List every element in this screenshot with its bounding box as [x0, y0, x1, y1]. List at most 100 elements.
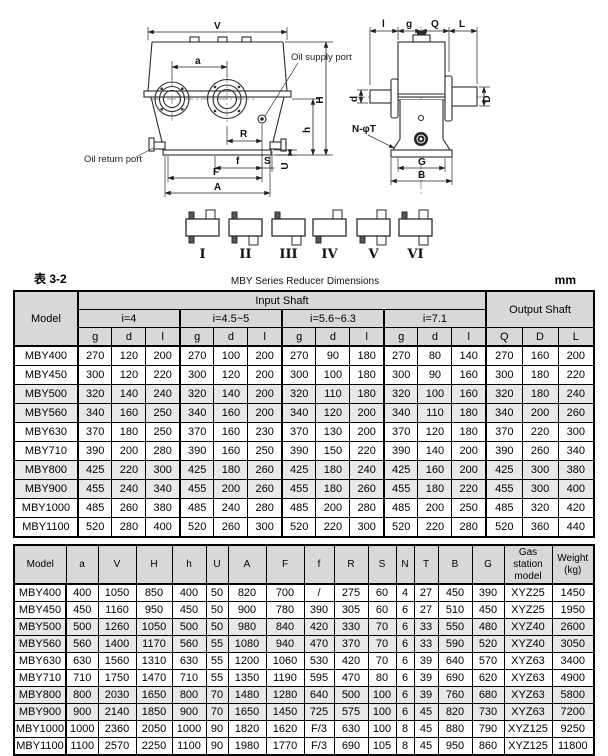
value-cell: 710	[65, 669, 99, 687]
value-cell: 340	[557, 441, 595, 461]
value-cell: 980	[227, 618, 267, 636]
value-cell: 320	[76, 384, 113, 404]
value-cell: 1280	[265, 686, 305, 704]
col-header: U	[205, 544, 229, 585]
value-cell: 8	[395, 720, 415, 738]
value-cell: 850	[135, 583, 173, 602]
value-cell: 180	[521, 365, 559, 385]
value-cell: 340	[76, 403, 113, 423]
value-cell: 220	[557, 365, 595, 385]
value-cell: 790	[471, 720, 505, 738]
value-cell: 6	[395, 601, 415, 619]
value-cell: 300	[485, 365, 523, 385]
value-cell: 240	[145, 384, 181, 404]
value-cell: 260	[111, 498, 147, 518]
col-header: D	[521, 327, 559, 347]
value-cell: 1050	[97, 583, 137, 602]
value-cell: 150	[315, 441, 351, 461]
value-cell: 250	[451, 498, 487, 518]
value-cell: 270	[485, 345, 523, 366]
value-cell: 450	[65, 601, 99, 619]
value-cell: 1450	[551, 583, 595, 602]
value-cell: 4	[395, 583, 415, 602]
value-cell: 270	[280, 345, 317, 366]
col-header: H	[135, 544, 173, 585]
value-cell: 390	[280, 441, 317, 461]
value-cell: 200	[417, 498, 453, 518]
value-cell: 480	[471, 618, 505, 636]
value-cell: 120	[417, 422, 453, 442]
value-cell: 450	[171, 601, 207, 619]
value-cell: 45	[413, 703, 439, 721]
value-cell: 455	[382, 479, 419, 499]
value-cell: 390	[471, 583, 505, 602]
front-view-drawing: V a H h R f S U	[84, 21, 352, 197]
value-cell: 8	[395, 737, 415, 756]
value-cell: 300	[521, 479, 559, 499]
value-cell: 70	[367, 635, 397, 653]
value-cell: 200	[521, 403, 559, 423]
col-header: l	[349, 327, 385, 347]
value-cell: 1650	[135, 686, 173, 704]
oil-supply-port	[257, 114, 267, 124]
value-cell: 60	[367, 583, 397, 602]
value-cell: 6	[395, 669, 415, 687]
value-cell: 760	[437, 686, 473, 704]
value-cell: 510	[437, 601, 473, 619]
value-cell: 280	[145, 441, 181, 461]
value-cell: 240	[349, 460, 385, 480]
value-cell: 45	[413, 737, 439, 756]
value-cell: 55	[205, 652, 229, 670]
value-cell: 100	[367, 703, 397, 721]
value-cell: 560	[65, 635, 99, 653]
value-cell: 390	[76, 441, 113, 461]
value-cell: 370	[382, 422, 419, 442]
dim-label-D-cap: D	[482, 95, 493, 102]
value-cell: 1170	[135, 635, 173, 653]
value-cell: 140	[111, 384, 147, 404]
value-cell: 820	[437, 703, 473, 721]
value-cell: 39	[413, 652, 439, 670]
value-cell: 110	[417, 403, 453, 423]
model-cell: MBY500	[13, 618, 67, 636]
output-shaft-stub	[376, 235, 387, 246]
value-cell: 300	[178, 365, 215, 385]
value-cell: 270	[76, 345, 113, 366]
value-cell: 300	[76, 365, 113, 385]
value-cell: 6	[395, 618, 415, 636]
dim-label-a: a	[195, 56, 201, 67]
value-cell: 200	[557, 345, 595, 366]
value-cell: 330	[333, 618, 369, 636]
value-cell: 1000	[65, 720, 99, 738]
value-cell: 2600	[551, 618, 595, 636]
value-cell: 200	[247, 345, 283, 366]
value-cell: 425	[485, 460, 523, 480]
assembly-position-body	[228, 218, 263, 237]
value-cell: XYZ63	[503, 669, 553, 687]
value-cell: 455	[280, 479, 317, 499]
value-cell: 180	[349, 365, 385, 385]
input-shaft-stub	[359, 235, 366, 244]
value-cell: 160	[451, 384, 487, 404]
unit-label: mm	[554, 273, 576, 287]
col-header: V	[97, 544, 137, 585]
value-cell: 320	[485, 384, 523, 404]
value-cell: 470	[303, 635, 335, 653]
value-cell: 300	[557, 422, 595, 442]
dim-label-H: H	[315, 96, 326, 103]
oil-supply-port-label: Oil supply port	[291, 52, 352, 63]
value-cell: 630	[171, 652, 207, 670]
model-cell: MBY400	[13, 583, 67, 602]
model-cell: MBY710	[13, 669, 67, 687]
value-cell: 690	[333, 737, 369, 756]
value-cell: 485	[382, 498, 419, 518]
value-cell: 340	[145, 479, 181, 499]
value-cell: 1060	[265, 652, 305, 670]
